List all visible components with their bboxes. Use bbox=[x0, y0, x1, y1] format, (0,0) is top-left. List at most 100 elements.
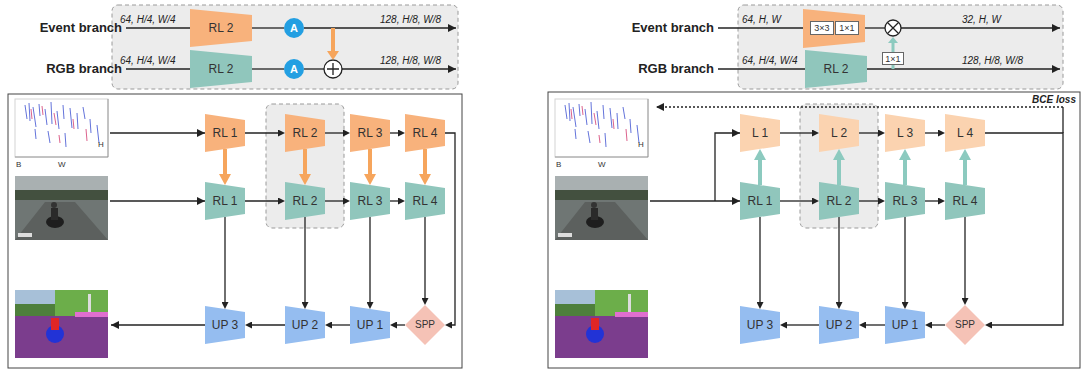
connector bbox=[838, 217, 839, 302]
block-label: UP 2 bbox=[292, 318, 318, 332]
encoder-block: RL 2 bbox=[285, 182, 325, 220]
axis-label: W bbox=[598, 160, 606, 169]
connector bbox=[223, 149, 227, 174]
connector bbox=[904, 217, 905, 302]
block-label: RL 2 bbox=[827, 194, 852, 208]
tensor-size: 128, H/8, W/8 bbox=[962, 55, 1023, 67]
loss-name: BCE loss bbox=[1032, 94, 1076, 106]
connector bbox=[787, 324, 819, 325]
connector bbox=[859, 132, 878, 133]
connector bbox=[424, 217, 425, 298]
tensor-size: 32, H, W bbox=[962, 14, 1001, 26]
encoder-block-outline bbox=[819, 114, 859, 152]
encoder-block: RL 3 bbox=[885, 182, 925, 220]
upsample-block-outline bbox=[205, 306, 245, 344]
block-label: RL 1 bbox=[213, 126, 238, 140]
encoder-block-outline bbox=[885, 182, 925, 220]
upsample-block-outline bbox=[350, 306, 390, 344]
conv-box: 1×1 bbox=[882, 52, 904, 65]
encoder-block: RL 4 bbox=[405, 114, 445, 152]
encoder-block: RL 4 bbox=[945, 182, 985, 220]
connector bbox=[445, 133, 455, 325]
upsample-block: UP 3 bbox=[205, 306, 245, 344]
encoder-block: L 2 bbox=[819, 114, 859, 152]
axis-label: H bbox=[98, 140, 104, 149]
encoder-block: RL 2 bbox=[285, 114, 325, 152]
connector bbox=[837, 160, 841, 185]
connector bbox=[985, 133, 1063, 325]
encoder-block-outline bbox=[740, 182, 780, 220]
upsample-block-outline bbox=[819, 306, 859, 344]
encoder-block: L 4 bbox=[945, 114, 985, 152]
encoder-block-outline bbox=[885, 114, 925, 152]
encoder-block: RL 3 bbox=[350, 114, 390, 152]
branch-name: Event branch bbox=[40, 20, 122, 35]
connector bbox=[397, 324, 405, 325]
connector bbox=[758, 160, 762, 185]
connector bbox=[780, 132, 812, 133]
attention-circle: A bbox=[284, 59, 304, 79]
connector bbox=[325, 132, 343, 133]
attention-circle-outline bbox=[284, 18, 304, 38]
encoder-block: RL 2 bbox=[190, 50, 252, 88]
connector bbox=[252, 68, 284, 69]
upsample-block: UP 2 bbox=[285, 306, 325, 344]
spp-diamond: SPP bbox=[405, 305, 445, 345]
conv-box-outline bbox=[883, 53, 904, 65]
encoder-block-outline bbox=[819, 182, 859, 220]
block-label: RL 4 bbox=[413, 126, 438, 140]
encoder-block-outline bbox=[190, 9, 252, 47]
conv-box: 3×3 bbox=[810, 21, 834, 35]
encoder-block-outline bbox=[405, 114, 445, 152]
axis-label: B bbox=[556, 160, 561, 169]
connector bbox=[368, 149, 372, 174]
connector bbox=[369, 217, 370, 302]
attention-circle-outline bbox=[284, 59, 304, 79]
encoder-block-outline bbox=[205, 182, 245, 220]
block-label: RL 4 bbox=[953, 194, 978, 208]
encoder-block-outline bbox=[190, 50, 252, 88]
tensor-size: 64, H/4, W/4 bbox=[120, 14, 176, 26]
upsample-block-outline bbox=[740, 306, 780, 344]
encoder-block-outline bbox=[805, 50, 867, 88]
block-label: RL 3 bbox=[893, 194, 918, 208]
connector bbox=[964, 217, 965, 298]
tensor-size: 64, H/4, W/4 bbox=[742, 55, 798, 67]
axis-label: H bbox=[638, 140, 644, 149]
upsample-block: UP 1 bbox=[350, 306, 390, 344]
spp-diamond: SPP bbox=[945, 305, 985, 345]
encoder-block-outline bbox=[740, 114, 780, 152]
block-label: 3×3 bbox=[814, 23, 829, 33]
block-label: L 4 bbox=[957, 126, 973, 140]
encoder-block: RL 2 bbox=[190, 9, 252, 47]
tensor-size: 128, H/8, W/8 bbox=[380, 55, 441, 67]
encoder-block: RL 2 bbox=[805, 50, 867, 88]
tensor-size: 64, H/4, W/4 bbox=[120, 55, 176, 67]
connector bbox=[925, 132, 938, 133]
block-label: RL 2 bbox=[293, 126, 318, 140]
encoder-block: RL 3 bbox=[350, 182, 390, 220]
connector bbox=[303, 149, 307, 174]
encoder-block: L 3 bbox=[885, 114, 925, 152]
block-label: 1×1 bbox=[839, 23, 854, 33]
conv-box: 1×1 bbox=[835, 21, 859, 35]
block-label: UP 3 bbox=[212, 318, 238, 332]
connector bbox=[963, 160, 967, 185]
encoder-block-outline bbox=[285, 114, 325, 152]
block-label: UP 3 bbox=[747, 318, 773, 332]
upsample-block: UP 1 bbox=[885, 306, 925, 344]
encoder-block: RL 4 bbox=[405, 182, 445, 220]
block-label: RL 3 bbox=[358, 194, 383, 208]
encoder-block: RL 1 bbox=[205, 182, 245, 220]
spp-diamond-outline bbox=[405, 305, 445, 345]
block-label: L 1 bbox=[752, 126, 768, 140]
encoder-block: RL 1 bbox=[740, 182, 780, 220]
block-label: A bbox=[290, 21, 298, 35]
connector bbox=[866, 324, 885, 325]
block-label: A bbox=[290, 62, 298, 76]
connector bbox=[325, 200, 343, 201]
connector bbox=[224, 217, 225, 302]
conv-box-outline bbox=[811, 22, 834, 35]
block-label: UP 1 bbox=[892, 318, 918, 332]
connector bbox=[903, 160, 907, 185]
